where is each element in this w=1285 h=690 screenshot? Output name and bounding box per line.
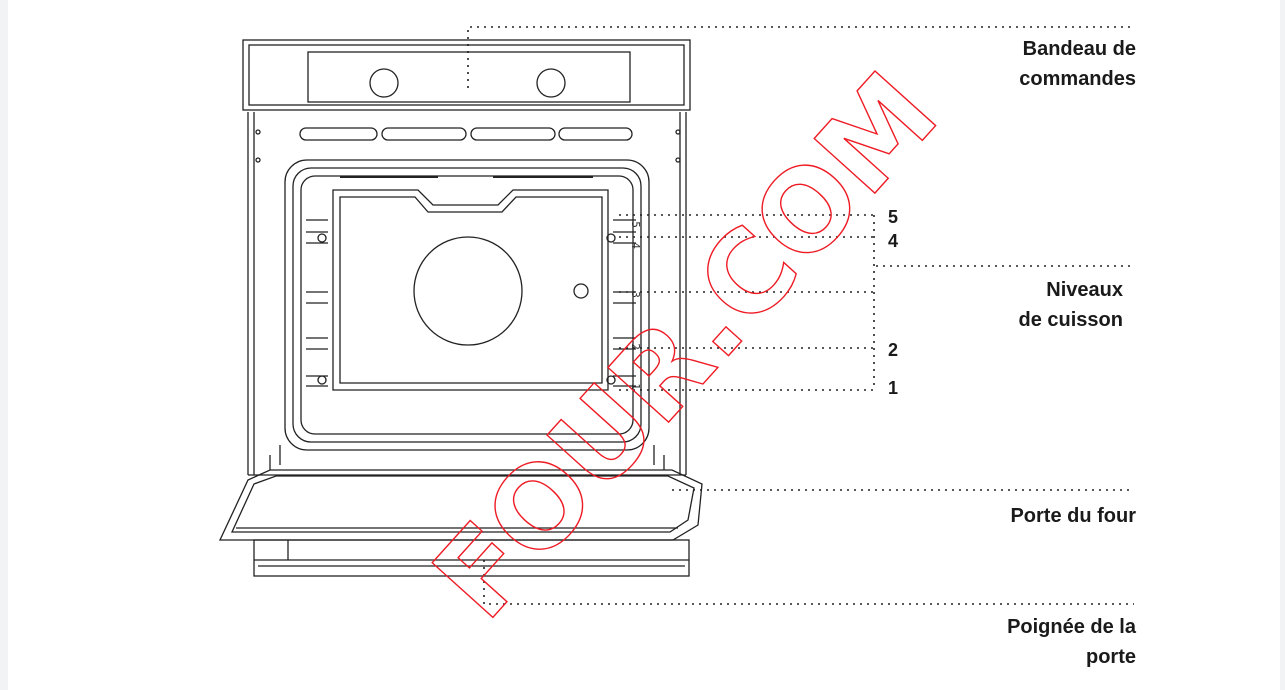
- fan-cover: [413, 236, 523, 346]
- rack-mark-5: 5: [628, 221, 642, 228]
- rack-mark-3: 3: [628, 291, 642, 298]
- control-panel-drawing: [242, 39, 691, 111]
- control-panel-label-line2: commandes: [1019, 68, 1136, 90]
- door-handle-label-line1: Poignée de la: [1007, 616, 1136, 638]
- rack-rails-left: [306, 219, 328, 387]
- oven-diagram: FOUR.COM 5 4 3 2 1 5 4 2 1 Bandeau de co…: [8, 0, 1280, 690]
- door-handle-drawing: [253, 539, 690, 577]
- oven-door-label: Porte du four: [1010, 505, 1136, 527]
- rack-mark-1: 1: [628, 383, 642, 390]
- rack-rails-right: [606, 219, 636, 387]
- vent-slots: [299, 127, 633, 141]
- oven-door-drawing: [218, 445, 703, 541]
- cooking-levels-label: Niveaux de cuisson: [1019, 275, 1123, 335]
- control-panel-label-line1: Bandeau de: [1022, 38, 1136, 60]
- level-number-5: 5: [888, 207, 899, 227]
- cooking-levels-label-line2: de cuisson: [1018, 309, 1123, 331]
- control-knob: [369, 68, 399, 98]
- level-number-2: 2: [888, 340, 899, 360]
- control-knob: [536, 68, 566, 98]
- door-handle-label-line2: porte: [1086, 646, 1136, 668]
- level-number-1: 1: [888, 378, 899, 398]
- level-number-4: 4: [888, 231, 899, 251]
- door-handle-label: Poignée de la porte: [1007, 612, 1136, 672]
- control-panel-label: Bandeau de commandes: [1019, 34, 1136, 94]
- rack-mark-4: 4: [628, 242, 642, 249]
- oven-back-panel: [332, 176, 609, 391]
- oven-drawing: FOUR.COM: [218, 26, 1134, 644]
- oven-body: [247, 112, 687, 476]
- cooking-levels-label-line1: Niveaux: [1046, 279, 1123, 301]
- leader-lines: [467, 26, 1134, 605]
- rack-mark-2: 2: [628, 343, 642, 350]
